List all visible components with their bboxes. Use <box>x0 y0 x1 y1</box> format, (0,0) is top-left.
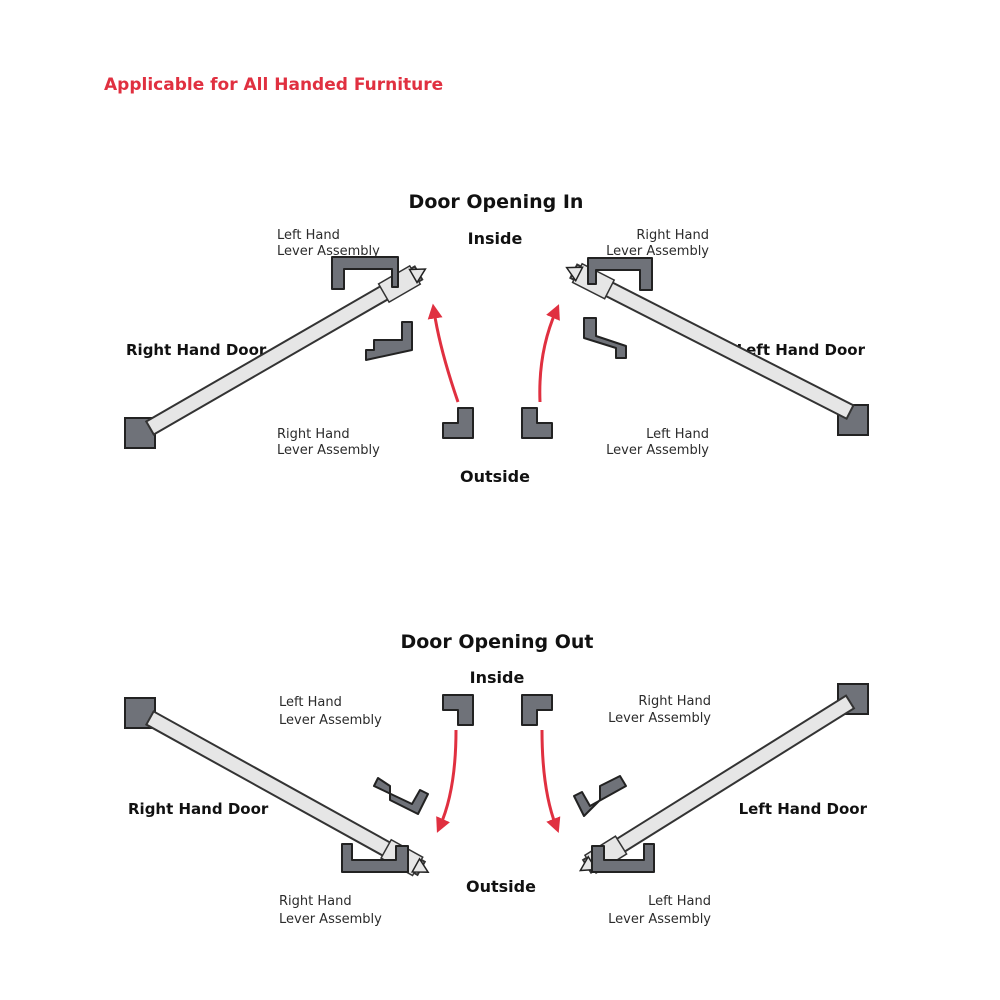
door-stop-right-out <box>521 694 553 726</box>
lever-label-out-bottom-left-1: Right Hand <box>279 894 352 909</box>
swing-arrow-right-door-in <box>427 303 460 403</box>
section-door-opening-in: Door Opening In Inside Outside Left Hand… <box>124 191 869 486</box>
applicability-note: Applicable for All Handed Furniture <box>104 75 443 95</box>
inside-label-opening-in: Inside <box>468 229 523 248</box>
lever-label-bottom-left-2: Lever Assembly <box>277 443 380 458</box>
right-hand-door-label-out: Right Hand Door <box>128 800 269 818</box>
left-hand-door-label-in: Left Hand Door <box>737 341 866 359</box>
lever-label-out-bottom-right-1: Left Hand <box>648 894 711 909</box>
inside-label-opening-out: Inside <box>470 668 525 687</box>
lever-label-out-top-left-1: Left Hand <box>279 695 342 710</box>
swing-arrow-left-door-out <box>540 729 561 833</box>
section-door-opening-out: Door Opening Out Inside Outside Left Han… <box>124 631 869 927</box>
lever-icon-out-bottom-left <box>341 843 409 873</box>
left-hand-door-label-out: Left Hand Door <box>739 800 868 818</box>
lever-label-top-left-2: Lever Assembly <box>277 244 380 259</box>
outside-label-opening-out: Outside <box>466 877 536 896</box>
lever-label-top-left-1: Left Hand <box>277 228 340 243</box>
lever-icon-out-bottom-right <box>591 843 655 873</box>
lever-label-top-right-2: Lever Assembly <box>606 244 709 259</box>
door-stop-left-out <box>442 694 474 726</box>
lever-icon-top-left-in <box>331 256 399 290</box>
lever-label-out-bottom-right-2: Lever Assembly <box>608 912 711 927</box>
swing-arrow-right-door-out <box>436 729 458 833</box>
lever-icon-top-right-in <box>587 257 653 291</box>
lever-label-bottom-left-1: Right Hand <box>277 427 350 442</box>
section-title-opening-in: Door Opening In <box>409 191 584 213</box>
swing-arrow-left-door-in <box>538 304 560 403</box>
lever-icon-out-top-left <box>373 777 429 815</box>
door-stop-left-in <box>442 407 474 439</box>
lever-label-out-top-right-1: Right Hand <box>638 694 711 709</box>
lever-icon-bottom-left-in <box>365 321 413 361</box>
lever-label-bottom-right-2: Lever Assembly <box>606 443 709 458</box>
lever-label-top-right-1: Right Hand <box>636 228 709 243</box>
right-hand-door-label-in: Right Hand Door <box>126 341 267 359</box>
lever-label-out-bottom-left-2: Lever Assembly <box>279 912 382 927</box>
lever-icon-bottom-right-in <box>583 317 627 359</box>
lever-label-out-top-left-2: Lever Assembly <box>279 713 382 728</box>
lever-icon-out-top-right <box>573 775 627 817</box>
door-stop-right-in <box>521 407 553 439</box>
outside-label-opening-in: Outside <box>460 467 530 486</box>
lever-label-out-top-right-2: Lever Assembly <box>608 711 711 726</box>
section-title-opening-out: Door Opening Out <box>400 631 593 653</box>
lever-label-bottom-right-1: Left Hand <box>646 427 709 442</box>
